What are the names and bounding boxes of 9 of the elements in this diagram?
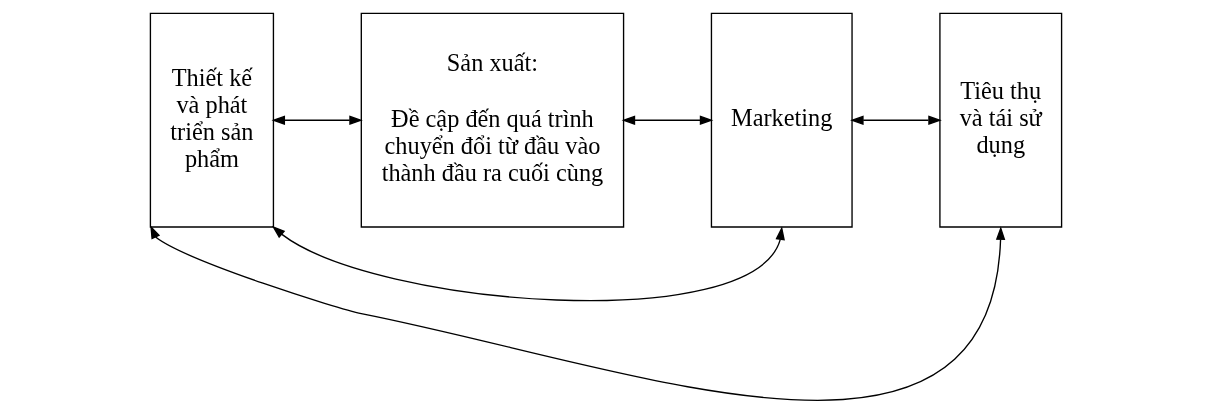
node-box: Marketing <box>710 12 853 228</box>
node-box: Sản xuất: Đề cập đến quá trình chuyển đổi từ đầu vào thành đầu ra cuối cùng <box>360 12 625 228</box>
arrow <box>271 225 785 302</box>
arrow <box>850 115 942 125</box>
node-box: Tiêu thụ và tái sử dụng <box>939 12 1063 228</box>
arrow <box>621 115 714 125</box>
arrow <box>271 115 363 125</box>
arrow <box>150 225 1006 401</box>
node-box: Thiết kế và phát triển sản phẩm <box>149 12 275 228</box>
